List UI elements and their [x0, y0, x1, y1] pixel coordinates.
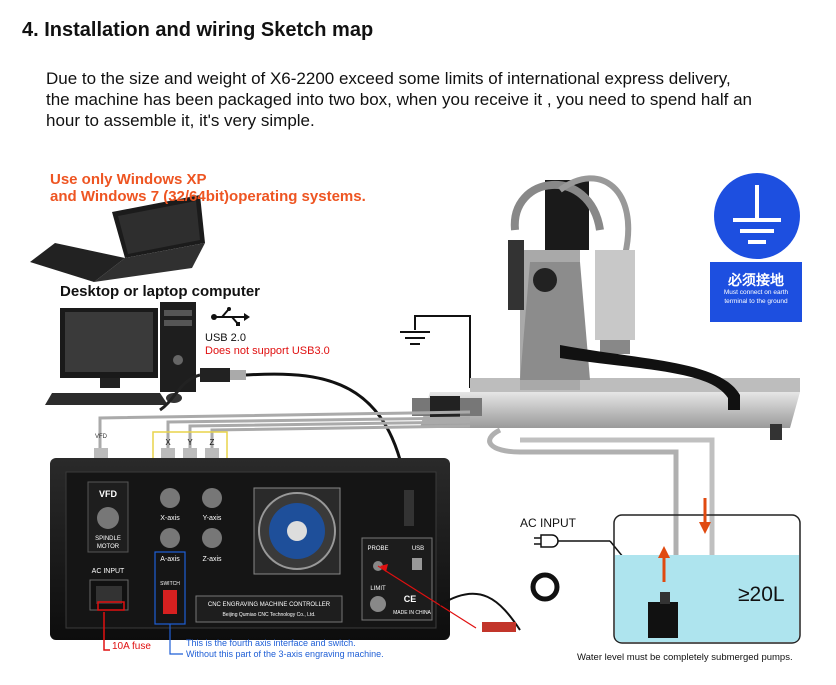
- a-axis-port-label: A-axis: [160, 556, 180, 563]
- intro-line: hour to assemble it, it's very simple.: [46, 111, 315, 130]
- spindle-label-1: SPINDLE: [95, 536, 121, 542]
- usb-port-label: USB: [412, 546, 424, 552]
- vfd-cable-label: VFD: [95, 434, 108, 440]
- computer-label: Desktop or laptop computer: [60, 283, 261, 300]
- vfd-port-label: VFD: [99, 489, 118, 499]
- axis-note-line: Without this part of the 3-axis engravin…: [186, 649, 384, 659]
- ground-badge-en-1: Must connect on earth: [723, 289, 789, 296]
- ground-badge-circle: [714, 173, 800, 259]
- controller-box: [50, 458, 450, 655]
- cable-z-label: Z: [210, 438, 215, 447]
- intro-line: the machine has been packaged into two b…: [46, 90, 752, 109]
- switch-label: SWITCH: [160, 581, 180, 587]
- usb-icon: [211, 307, 250, 326]
- os-note-line: and Windows 7 (32/64bit)operating system…: [50, 188, 366, 205]
- water-volume-label: ≥20L: [738, 583, 785, 606]
- intro-paragraph: Due to the size and weight of X6-2200 ex…: [46, 68, 826, 131]
- intro-line: Due to the size and weight of X6-2200 ex…: [46, 69, 731, 88]
- fourth-axis-note: This is the fourth axis interface and sw…: [186, 638, 384, 660]
- controller-panel-company: Beijing Qumiao CNC Technology Co., Ltd.: [222, 612, 315, 618]
- laptop: [30, 195, 205, 282]
- spindle-label-2: MOTOR: [97, 544, 120, 550]
- ground-badge: 必须接地 Must connect on earth terminal to t…: [710, 262, 802, 322]
- water-level-note: Water level must be completely submerged…: [577, 652, 793, 663]
- ground-badge-en-2: terminal to the ground: [724, 298, 788, 305]
- y-axis-port-label: Y-axis: [203, 515, 222, 522]
- flow-up-arrow-icon: [658, 546, 670, 582]
- cable-x-label: X: [165, 438, 171, 447]
- probe-port-label: PROBE: [367, 546, 388, 552]
- usb3-warning: Does not support USB3.0: [205, 345, 330, 357]
- flow-down-arrow-icon: [699, 498, 711, 534]
- os-note-line: Use only Windows XP: [50, 171, 207, 188]
- x-axis-port-label: X-axis: [160, 515, 180, 522]
- cable-y-label: Y: [187, 438, 193, 447]
- controller-panel-title: CNC ENGRAVING MACHINE CONTROLLER: [208, 602, 331, 608]
- ac-input-label: AC INPUT: [520, 516, 577, 530]
- z-axis-port-label: Z-axis: [202, 556, 222, 563]
- limit-port-label: LIMIT: [370, 586, 386, 592]
- made-in-label: MADE IN CHINA: [393, 610, 431, 616]
- os-requirement-note: Use only Windows XP and Windows 7 (32/64…: [50, 171, 366, 205]
- probe-accessory: [377, 490, 560, 632]
- ac-input-port-label: AC INPUT: [92, 568, 125, 575]
- axis-note-line: This is the fourth axis interface and sw…: [186, 638, 356, 648]
- ce-mark: CE: [404, 594, 417, 604]
- section-heading: 4. Installation and wiring Sketch map: [22, 19, 374, 41]
- machine-cables: [98, 410, 715, 600]
- ground-badge-cn: 必须接地: [728, 272, 784, 288]
- fuse-label: 10A fuse: [112, 641, 151, 652]
- water-tank: [613, 514, 801, 644]
- ground-symbol-icon: [400, 315, 471, 388]
- desktop-computer: [45, 302, 196, 405]
- usb-version-label: USB 2.0: [205, 332, 246, 344]
